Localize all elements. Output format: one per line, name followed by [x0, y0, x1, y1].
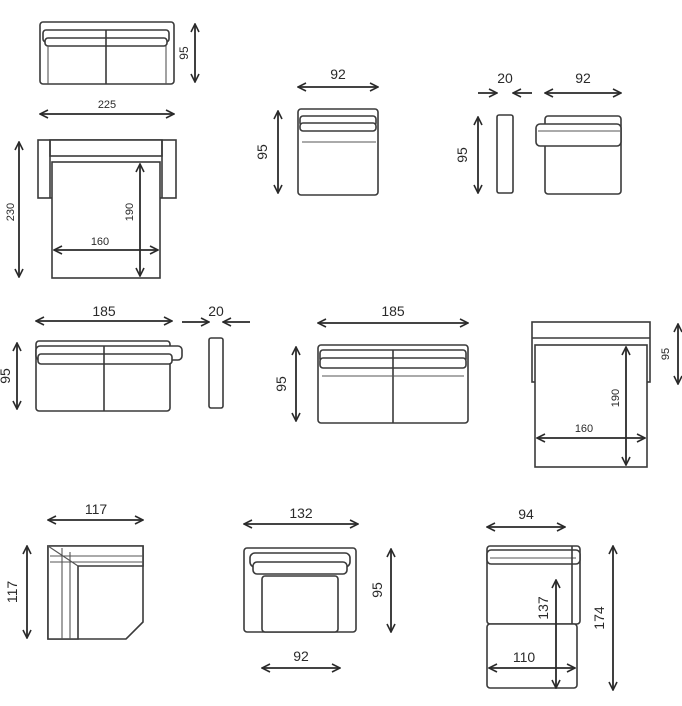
chaise-inner-length-label: 137: [535, 596, 551, 620]
corner-drawing: [47, 545, 144, 640]
chaise-length-label: 174: [591, 606, 607, 630]
armless-seat-height-label: 95: [254, 144, 270, 160]
corner-width-label: 117: [85, 501, 108, 517]
bed-frame-drawing: [531, 321, 651, 468]
arm-seat-width-label: 92: [575, 70, 591, 86]
sofa-bed-top-drawing: [37, 139, 177, 279]
corner-depth-label: 117: [4, 581, 20, 604]
armchair-seat-width-label: 92: [293, 648, 309, 664]
armless-seat-width-label: 92: [330, 66, 346, 82]
two-seat-arm-drawing: [35, 337, 224, 412]
sofa-bed-width-label: 225: [98, 99, 116, 111]
bed-height-label: 95: [660, 348, 672, 360]
sofa-bed-mattress-width-label: 160: [91, 236, 109, 248]
two-seat-drawing: [317, 344, 469, 424]
bed-mattress-length-label: 190: [610, 389, 622, 407]
two-seat-arm-piece-label: 20: [208, 303, 224, 319]
sofa-bed-mattress-length-label: 190: [124, 203, 136, 221]
two-seat-arm-height-label: 95: [0, 368, 13, 384]
chaise-inner-width-label: 110: [513, 649, 536, 665]
armless-seat-drawing: [297, 108, 379, 196]
two-seat-arm-width-label: 185: [92, 303, 116, 319]
chaise-drawing: [486, 545, 581, 689]
two-seat-width-label: 185: [381, 303, 405, 319]
sofa-bed-depth-label: 230: [5, 203, 17, 221]
arm-seat-height-label: 95: [454, 147, 470, 163]
top-sofa-height-label: 95: [177, 46, 191, 60]
armchair-height-label: 95: [369, 582, 385, 598]
bed-mattress-width-label: 160: [575, 423, 593, 435]
chaise-width-label: 94: [518, 506, 534, 522]
top-sofa-drawing: [39, 21, 175, 85]
armchair-drawing: [243, 547, 357, 633]
two-seat-height-label: 95: [273, 376, 289, 392]
armchair-width-label: 132: [289, 505, 313, 521]
arm-width-label: 20: [497, 70, 513, 86]
arm-seat-drawing: [496, 114, 622, 195]
